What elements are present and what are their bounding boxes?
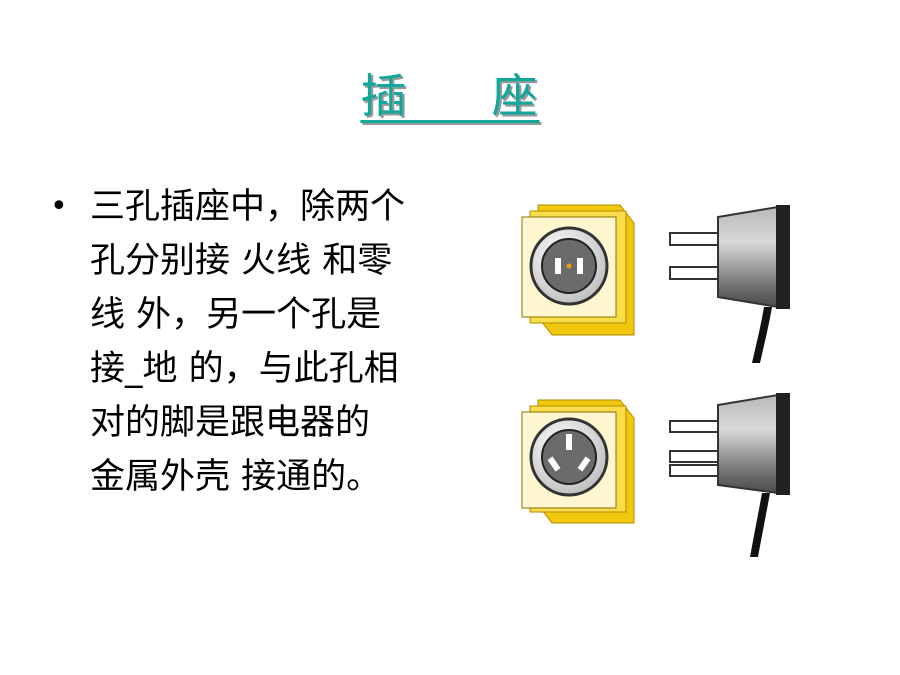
bullet-line: 对的脚是跟电器的 (90, 403, 371, 443)
socket-and-plug-illustration (521, 204, 790, 557)
three-hole-socket-icon (521, 399, 635, 524)
bullet-line: 三孔插座中，除两个 (90, 187, 406, 227)
page-title: 插 座 (360, 69, 540, 123)
bullet-line: 孔分别接 火线 和零 (90, 241, 393, 281)
three-pin-plug-icon (669, 393, 790, 557)
two-pin-plug-icon (669, 205, 790, 363)
bullet-dot-icon: • (50, 189, 68, 224)
bullet-line: 金属外壳 接通的。 (90, 457, 382, 497)
bullet-text: 三孔插座中，除两个 孔分别接 火线 和零 线 外，另一个孔是 接_地 的，与此孔… (90, 180, 510, 504)
bullet-line: 线 外，另一个孔是 (90, 295, 382, 335)
two-hole-socket-icon (521, 204, 635, 336)
bullet-line: 接_地 的，与此孔相 (90, 349, 399, 389)
